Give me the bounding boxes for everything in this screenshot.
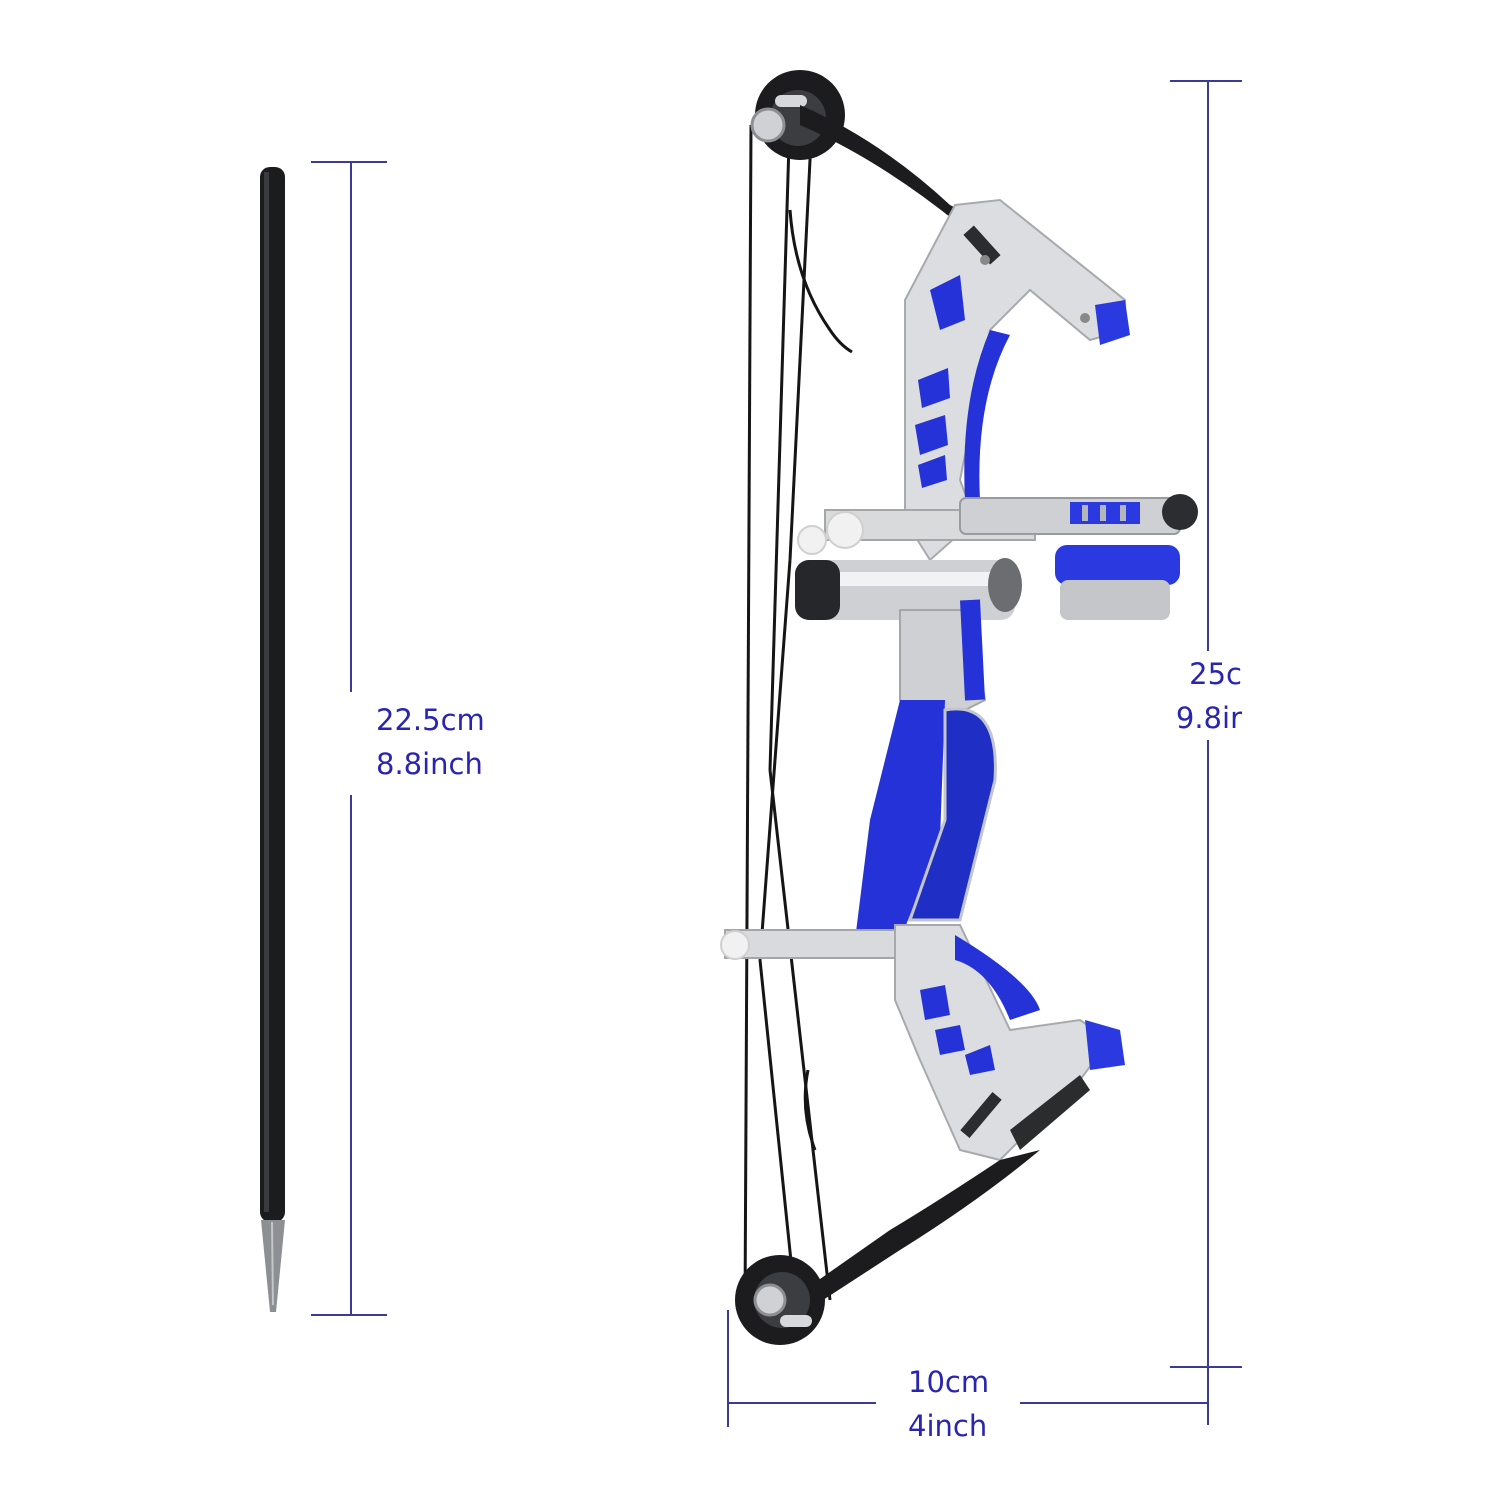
bow-strings: [743, 109, 853, 1311]
arrow-rest: [795, 558, 1022, 620]
bow-width-line-left: [728, 1402, 876, 1404]
arrow-length-inch: 8.8inch: [376, 747, 483, 781]
arrow-dimension-bottom-tick: [311, 1314, 387, 1316]
bow-width-cm: 10cm: [908, 1365, 990, 1399]
bow-height-top-tick: [1170, 80, 1242, 82]
arrow-length-label: 22.5cm 8.8inch: [376, 698, 485, 786]
top-limb: [800, 105, 970, 225]
arrow-dimension-top-tick: [311, 161, 387, 163]
riser-upper: [904, 198, 1130, 562]
riser-lower: [720, 924, 1125, 1162]
sight-assembly: [797, 494, 1198, 620]
bow-width-line-right: [1020, 1402, 1208, 1404]
bottom-cam: [735, 1255, 825, 1345]
arrow-dimension-line-upper: [350, 162, 352, 692]
bow-height-label: 25c 9.8ir: [1172, 652, 1242, 740]
bow-width-label: 10cm 4inch: [908, 1360, 989, 1448]
arrow: [260, 167, 285, 1312]
bow-width-inch: 4inch: [908, 1409, 988, 1443]
arrow-length-cm: 22.5cm: [376, 703, 485, 737]
bow-width-left-tick: [727, 1310, 729, 1427]
bow-height-line-upper: [1207, 81, 1209, 651]
bow-height-inch: 9.8ir: [1175, 701, 1242, 735]
riser-grip: [855, 599, 997, 940]
bottom-limb: [790, 1150, 1040, 1315]
arrow-dimension-line-lower: [350, 795, 352, 1315]
bow-height-line-lower: [1207, 740, 1209, 1425]
bow-height-bottom-tick: [1170, 1366, 1242, 1368]
bow-height-cm: 25c: [1189, 657, 1242, 691]
top-cam: [750, 70, 845, 160]
